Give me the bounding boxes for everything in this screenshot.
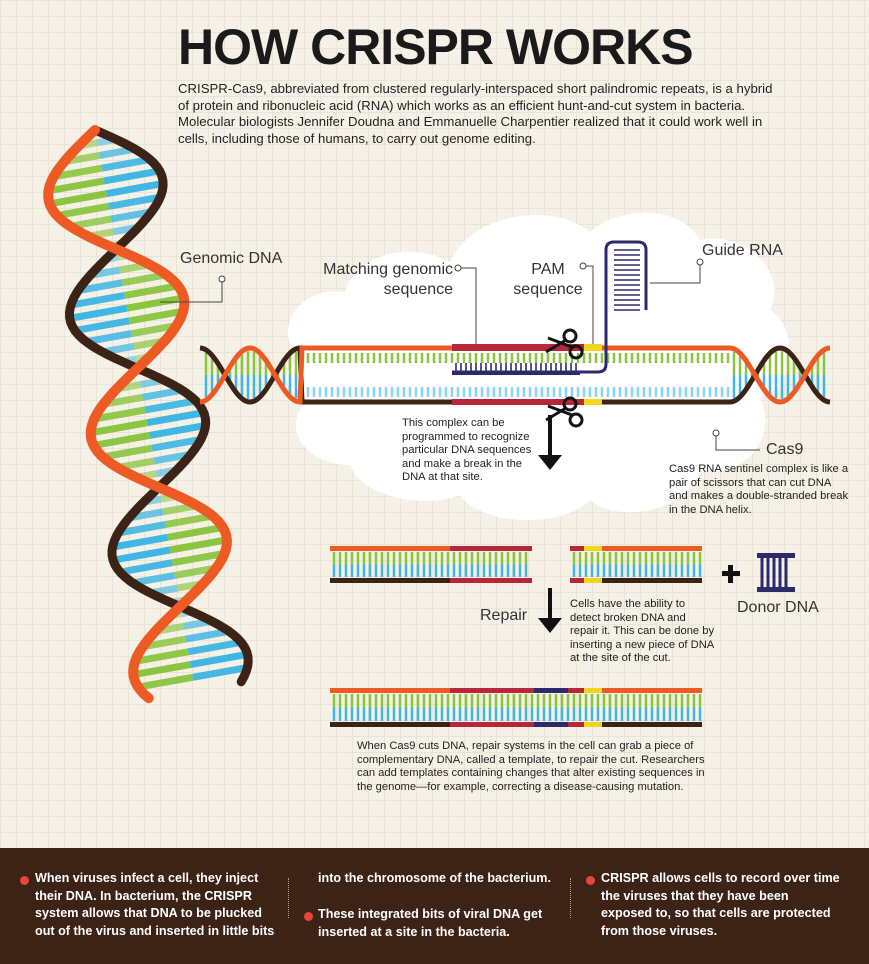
base-pair — [93, 406, 146, 423]
plus-icon — [722, 565, 740, 583]
footer-fact-1-continued: into the chromosome of the bacterium. — [318, 871, 552, 885]
base-pair — [92, 432, 151, 449]
base-pair — [105, 180, 164, 198]
target-dna-helix — [199, 345, 831, 405]
base-pair — [126, 294, 185, 312]
footer-divider — [288, 878, 289, 918]
base-pair — [171, 549, 226, 567]
scissors-icon-top — [545, 328, 584, 360]
genomic-dna-helix — [43, 125, 253, 704]
base-pair — [185, 627, 230, 643]
base-pair — [48, 190, 107, 208]
intro-paragraph: CRISPR-Cas9, abbreviated from clustered … — [178, 81, 773, 146]
footer-fact-1: When viruses infect a cell, they inject … — [35, 871, 275, 938]
matching-label-line1: Matching genomic — [323, 261, 453, 278]
base-pair — [112, 546, 171, 564]
base-pair — [77, 279, 123, 295]
donor-dna-label: Donor DNA — [737, 599, 819, 616]
donor-dna-icon — [757, 553, 795, 592]
base-pair — [69, 304, 128, 322]
cas9-label: Cas9 — [766, 441, 804, 458]
base-pair — [110, 208, 153, 223]
base-pair — [102, 444, 153, 461]
matching-sequence-segment — [452, 344, 584, 351]
matching-sequence-label: Matching genomic sequence — [313, 261, 453, 299]
base-pair — [169, 536, 228, 554]
pam-segment — [584, 344, 602, 351]
base-pair — [103, 167, 161, 185]
bullet-icon — [586, 876, 595, 885]
genomic-dna-label: Genomic DNA — [180, 250, 283, 267]
base-pair — [132, 661, 192, 679]
scissors-icon-bottom — [545, 396, 584, 428]
base-pair — [111, 533, 169, 551]
pam-label-line1: PAM — [531, 261, 565, 278]
base-pair — [151, 435, 202, 452]
bullet-icon — [20, 876, 29, 885]
guide-rna-label: Guide RNA — [702, 242, 783, 259]
label-leader-lines — [160, 258, 760, 451]
base-pair — [70, 292, 126, 309]
base-pair — [164, 512, 214, 528]
base-pair — [132, 572, 176, 587]
base-pair — [167, 523, 224, 541]
base-pair — [144, 397, 197, 414]
footer-fact-2: These integrated bits of viral DNA get i… — [318, 907, 543, 939]
base-pair — [146, 409, 205, 427]
base-pair — [56, 202, 110, 220]
repair-label: Repair — [480, 607, 528, 624]
repair-caption: Cells have the ability to detect broken … — [570, 598, 715, 665]
base-pair — [108, 193, 161, 210]
pam-segment-bottom — [584, 399, 602, 405]
footer-facts: When viruses infect a cell, they inject … — [0, 848, 869, 964]
cas9-cloud — [286, 212, 790, 521]
base-pair — [123, 282, 179, 299]
base-pair — [90, 419, 148, 437]
down-arrow-icon-2 — [538, 588, 562, 633]
base-pair — [189, 650, 249, 668]
footer-fact-3: CRISPR allows cells to record over time … — [601, 871, 840, 938]
complex-caption: This complex can be programmed to recogn… — [402, 417, 532, 484]
base-pair — [119, 559, 173, 576]
cut-dna-right — [570, 546, 702, 583]
footer-divider — [570, 878, 571, 918]
base-pair — [142, 635, 187, 651]
base-pair — [137, 673, 194, 691]
base-pair — [74, 317, 130, 335]
base-pair — [148, 422, 207, 439]
base-pair — [130, 322, 178, 338]
pam-label-line2: sequence — [513, 281, 583, 298]
repaired-dna — [330, 688, 702, 727]
base-pair — [101, 156, 151, 172]
bullet-icon — [304, 912, 313, 921]
base-pair — [134, 648, 189, 665]
pam-sequence-label: PAM sequence — [510, 261, 586, 299]
cas9-caption: Cas9 RNA sentinel complex is like a pair… — [669, 463, 849, 516]
page-title: HOW CRISPR WORKS — [178, 19, 694, 75]
base-pair — [128, 307, 184, 325]
matching-label-line2: sequence — [383, 281, 453, 298]
down-arrow-icon-1 — [538, 415, 562, 470]
base-pair — [47, 177, 105, 195]
guide-rna-strand — [452, 240, 648, 375]
base-pair — [85, 330, 132, 346]
base-pair — [187, 638, 242, 656]
base-pair — [52, 164, 103, 181]
base-pair — [192, 664, 249, 681]
matching-sequence-bottom — [452, 399, 584, 405]
base-pair — [121, 271, 168, 287]
cut-dna-left — [330, 546, 532, 583]
template-caption: When Cas9 cuts DNA, repair systems in th… — [357, 740, 705, 793]
base-pair — [117, 521, 167, 537]
